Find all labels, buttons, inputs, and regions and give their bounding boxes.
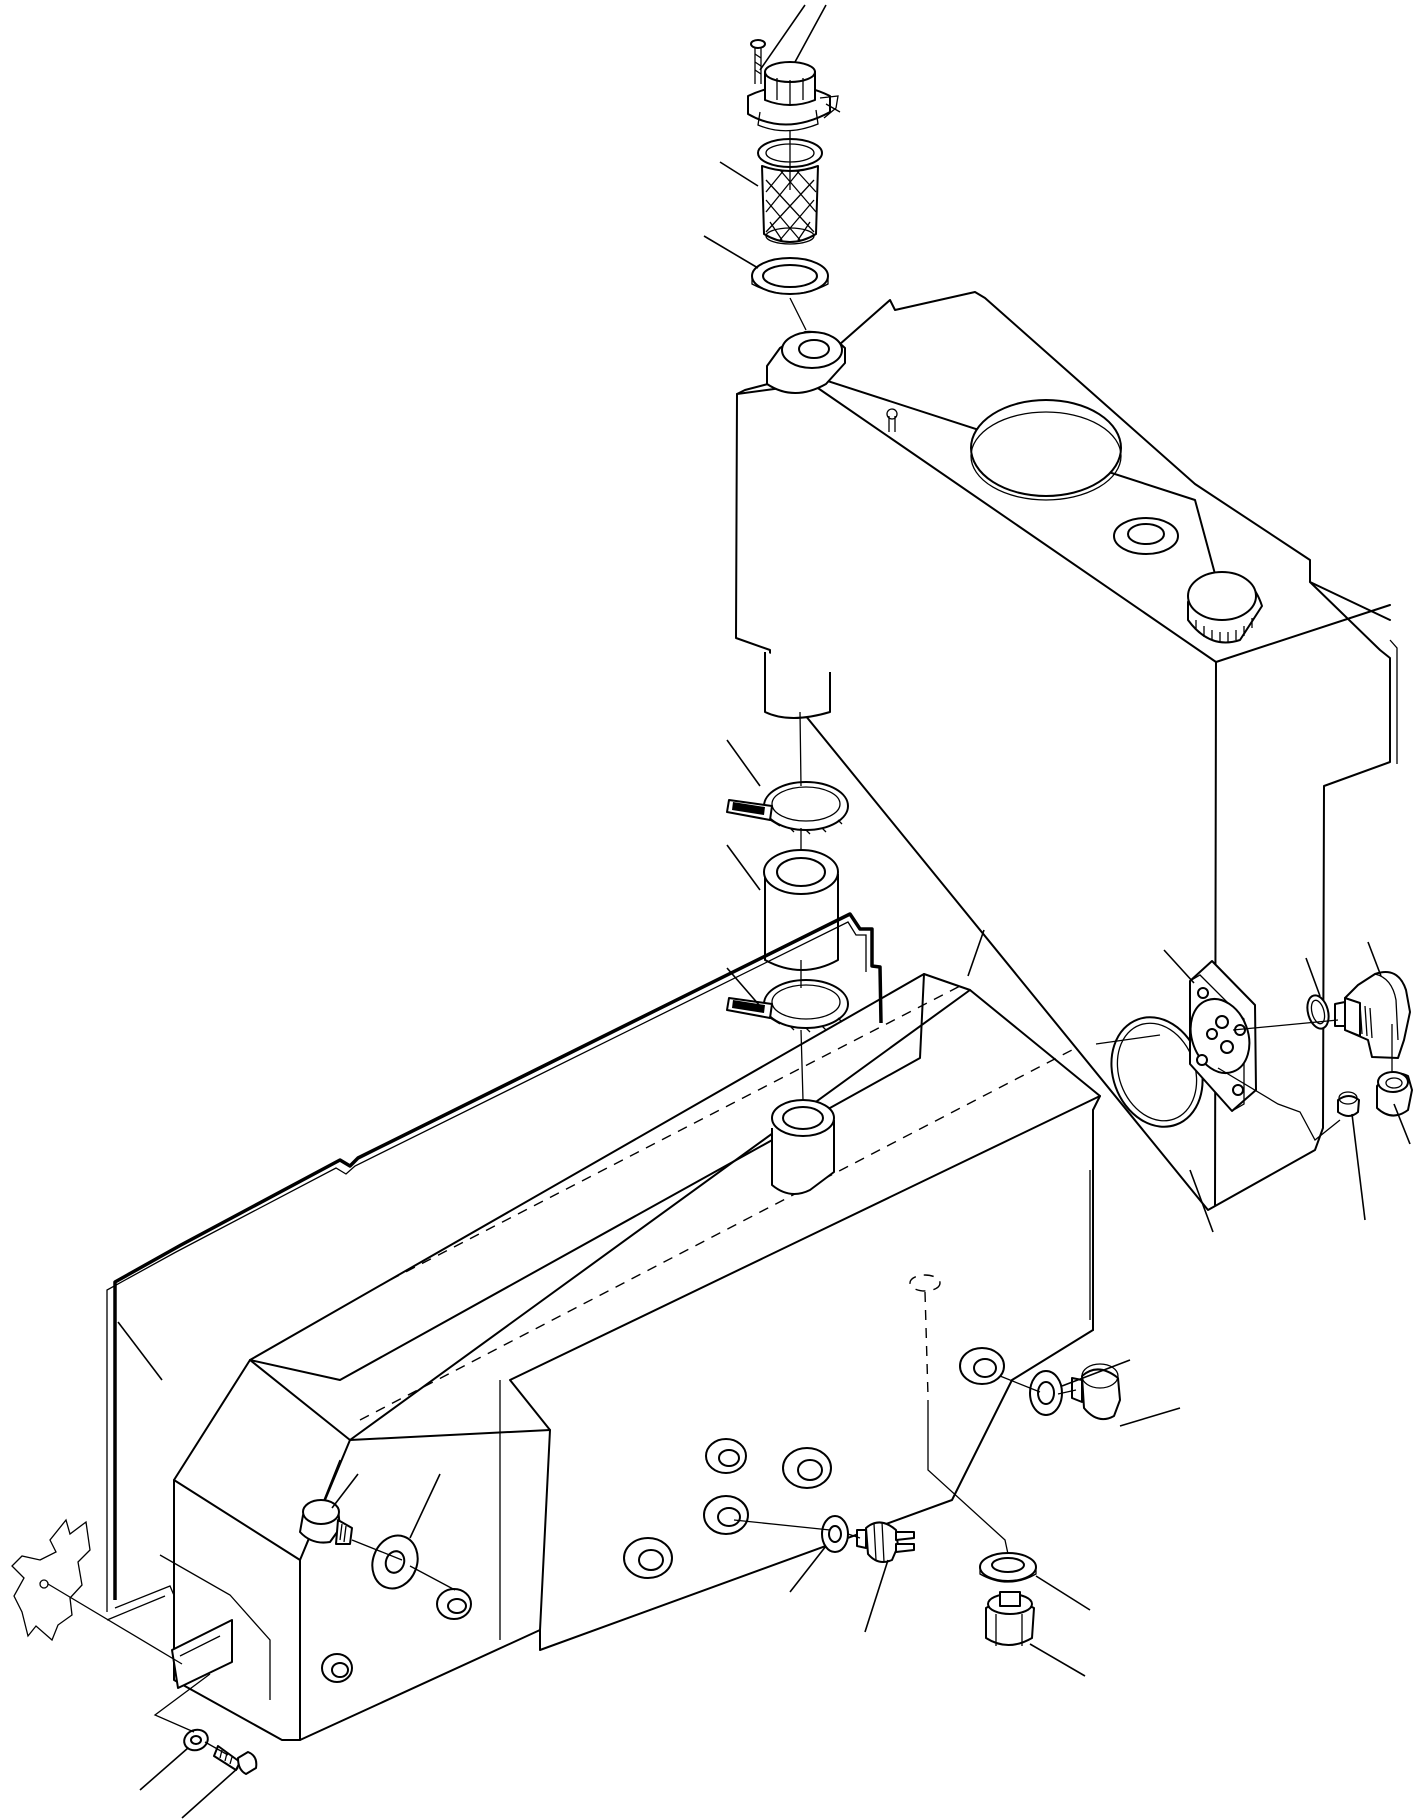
mounting-wall-fragment — [11, 1518, 91, 1642]
flange-plate — [1189, 960, 1257, 1112]
filler-cap — [747, 61, 841, 132]
assembly-axes — [47, 130, 1393, 1756]
lower-tank — [159, 973, 1101, 1741]
elbow-fitting — [1334, 971, 1411, 1059]
fitting-nut — [1376, 1071, 1413, 1117]
sender-unit — [856, 1521, 915, 1563]
small-nut — [1337, 1091, 1360, 1117]
tank-bosses — [321, 1347, 1005, 1683]
washer-left — [371, 1534, 419, 1590]
filler-gasket — [751, 257, 829, 295]
drain-plug-right — [1071, 1363, 1121, 1421]
washer-right — [1029, 1370, 1063, 1416]
bottom-washer — [979, 1552, 1037, 1583]
bracket-washer — [183, 1728, 209, 1752]
cap-screws — [750, 39, 766, 84]
small-o-ring — [1306, 994, 1330, 1030]
upper-tank — [735, 291, 1398, 1211]
leader-lines — [117, 4, 1411, 1819]
upper-hose-clamp — [726, 781, 849, 835]
tank-seal — [106, 912, 883, 1621]
drain-plug-left — [299, 1499, 353, 1545]
lower-hose-clamp — [726, 979, 849, 1033]
bottom-plug — [985, 1591, 1035, 1646]
